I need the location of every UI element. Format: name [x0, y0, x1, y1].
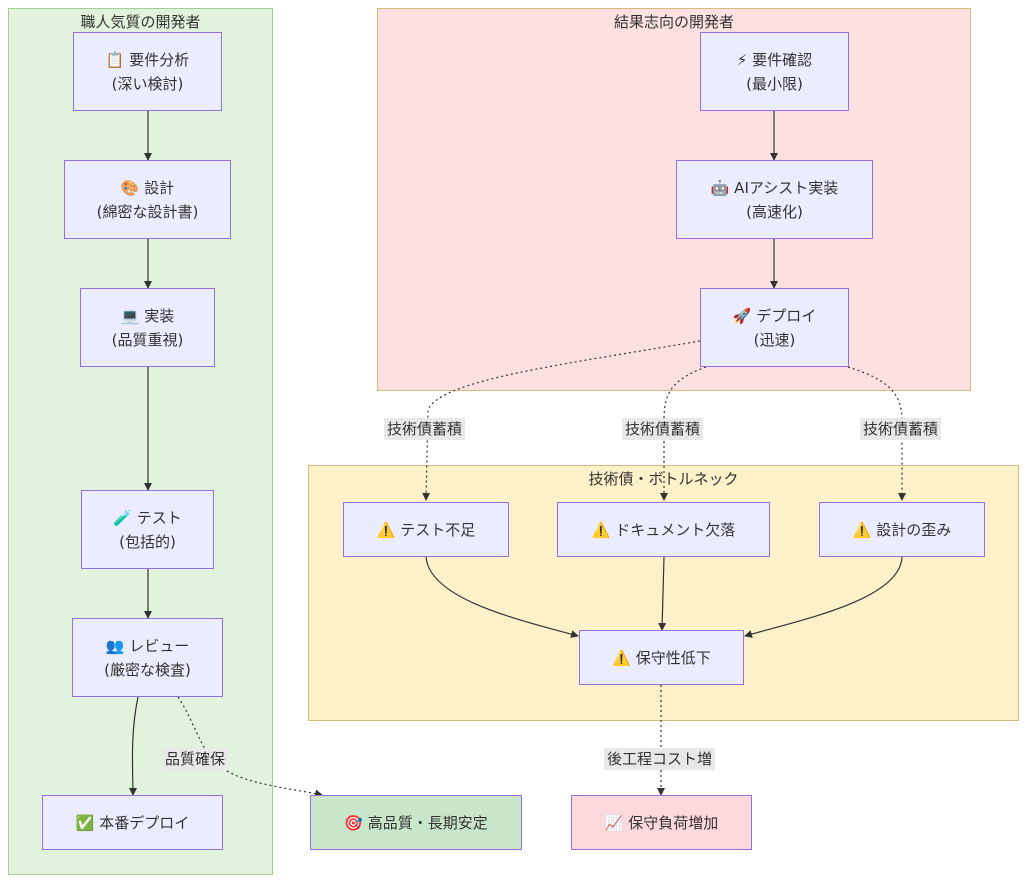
node-production-deploy: ✅ 本番デプロイ: [42, 795, 223, 850]
node-review: 👥 レビュー (厳密な検査): [72, 618, 223, 697]
node-test: 🧪 テスト (包括的): [81, 490, 214, 569]
node-requirement-analysis: 📋 要件分析 (深い検討): [73, 32, 222, 111]
debt-cluster-title: 技術債・ボトルネック: [588, 470, 739, 488]
node-deploy-line1: 🚀 デプロイ: [732, 306, 817, 325]
node-ai-implementation-line2: (高速化): [746, 202, 803, 221]
node-review-line1: 👥 レビュー: [105, 636, 190, 655]
node-document-missing-label: ⚠️ ドキュメント欠落: [591, 520, 736, 539]
node-ai-implementation-line1: 🤖 AIアシスト実装: [710, 178, 839, 197]
edge-deploy-testlack: [422, 340, 701, 501]
node-design: 🎨 設計 (綿密な設計書): [64, 160, 231, 239]
node-design-line2: (綿密な設計書): [96, 202, 199, 221]
node-requirement-confirm-line1: ⚡ 要件確認: [736, 50, 813, 69]
edge-deploy-doclack: [660, 366, 707, 501]
node-maintainability-decline: ⚠️ 保守性低下: [579, 630, 744, 685]
node-implementation-line1: 💻 実装: [120, 306, 175, 325]
node-high-quality: 🎯 高品質・長期安定: [310, 795, 522, 850]
node-test-line1: 🧪 テスト: [113, 508, 182, 527]
edge-review-quality: [177, 696, 323, 798]
node-review-line2: (厳密な検査): [104, 660, 191, 679]
node-production-deploy-label: ✅ 本番デプロイ: [75, 813, 190, 832]
node-requirement-confirm-line2: (最小限): [746, 74, 803, 93]
edge-label-quality: 品質確保: [162, 748, 229, 770]
node-implementation: 💻 実装 (品質重視): [80, 288, 215, 367]
node-ai-implementation: 🤖 AIアシスト実装 (高速化): [676, 160, 873, 239]
node-deploy: 🚀 デプロイ (迅速): [700, 288, 849, 367]
edge-label-later-cost: 後工程コスト増: [604, 748, 716, 770]
edge-doclack-maint: [658, 556, 667, 631]
craft-developer-cluster: 職人気質の開発者: [8, 8, 273, 875]
node-document-missing: ⚠️ ドキュメント欠落: [557, 502, 770, 557]
node-test-shortage-label: ⚠️ テスト不足: [376, 520, 476, 539]
craft-cluster-title: 職人気質の開発者: [80, 13, 201, 31]
node-high-quality-label: 🎯 高品質・長期安定: [344, 813, 488, 832]
node-requirement-analysis-line2: (深い検討): [111, 74, 184, 93]
node-design-distortion: ⚠️ 設計の歪み: [819, 502, 985, 557]
node-test-line2: (包括的): [119, 532, 176, 551]
node-maintenance-burden: 📈 保守負荷増加: [571, 795, 752, 850]
edge-distort-maint: [744, 556, 903, 638]
node-deploy-line2: (迅速): [753, 330, 796, 349]
edge-label-debt-3: 技術債蓄積: [860, 418, 942, 440]
edge-label-debt-2: 技術債蓄積: [622, 418, 704, 440]
edge-testlack-maint: [425, 556, 579, 638]
result-cluster-title: 結果志向の開発者: [613, 13, 734, 31]
node-test-shortage: ⚠️ テスト不足: [343, 502, 509, 557]
edge-label-debt-1: 技術債蓄積: [384, 418, 466, 440]
edge-review-prod: [128, 696, 139, 796]
node-requirement-confirm: ⚡ 要件確認 (最小限): [700, 32, 849, 111]
node-design-line1: 🎨 設計: [120, 178, 175, 197]
node-maintainability-decline-label: ⚠️ 保守性低下: [612, 648, 711, 667]
node-implementation-line2: (品質重視): [111, 330, 184, 349]
node-design-distortion-label: ⚠️ 設計の歪み: [852, 520, 952, 539]
node-maintenance-burden-label: 📈 保守負荷増加: [604, 813, 719, 832]
node-requirement-analysis-line1: 📋 要件分析: [105, 50, 190, 69]
